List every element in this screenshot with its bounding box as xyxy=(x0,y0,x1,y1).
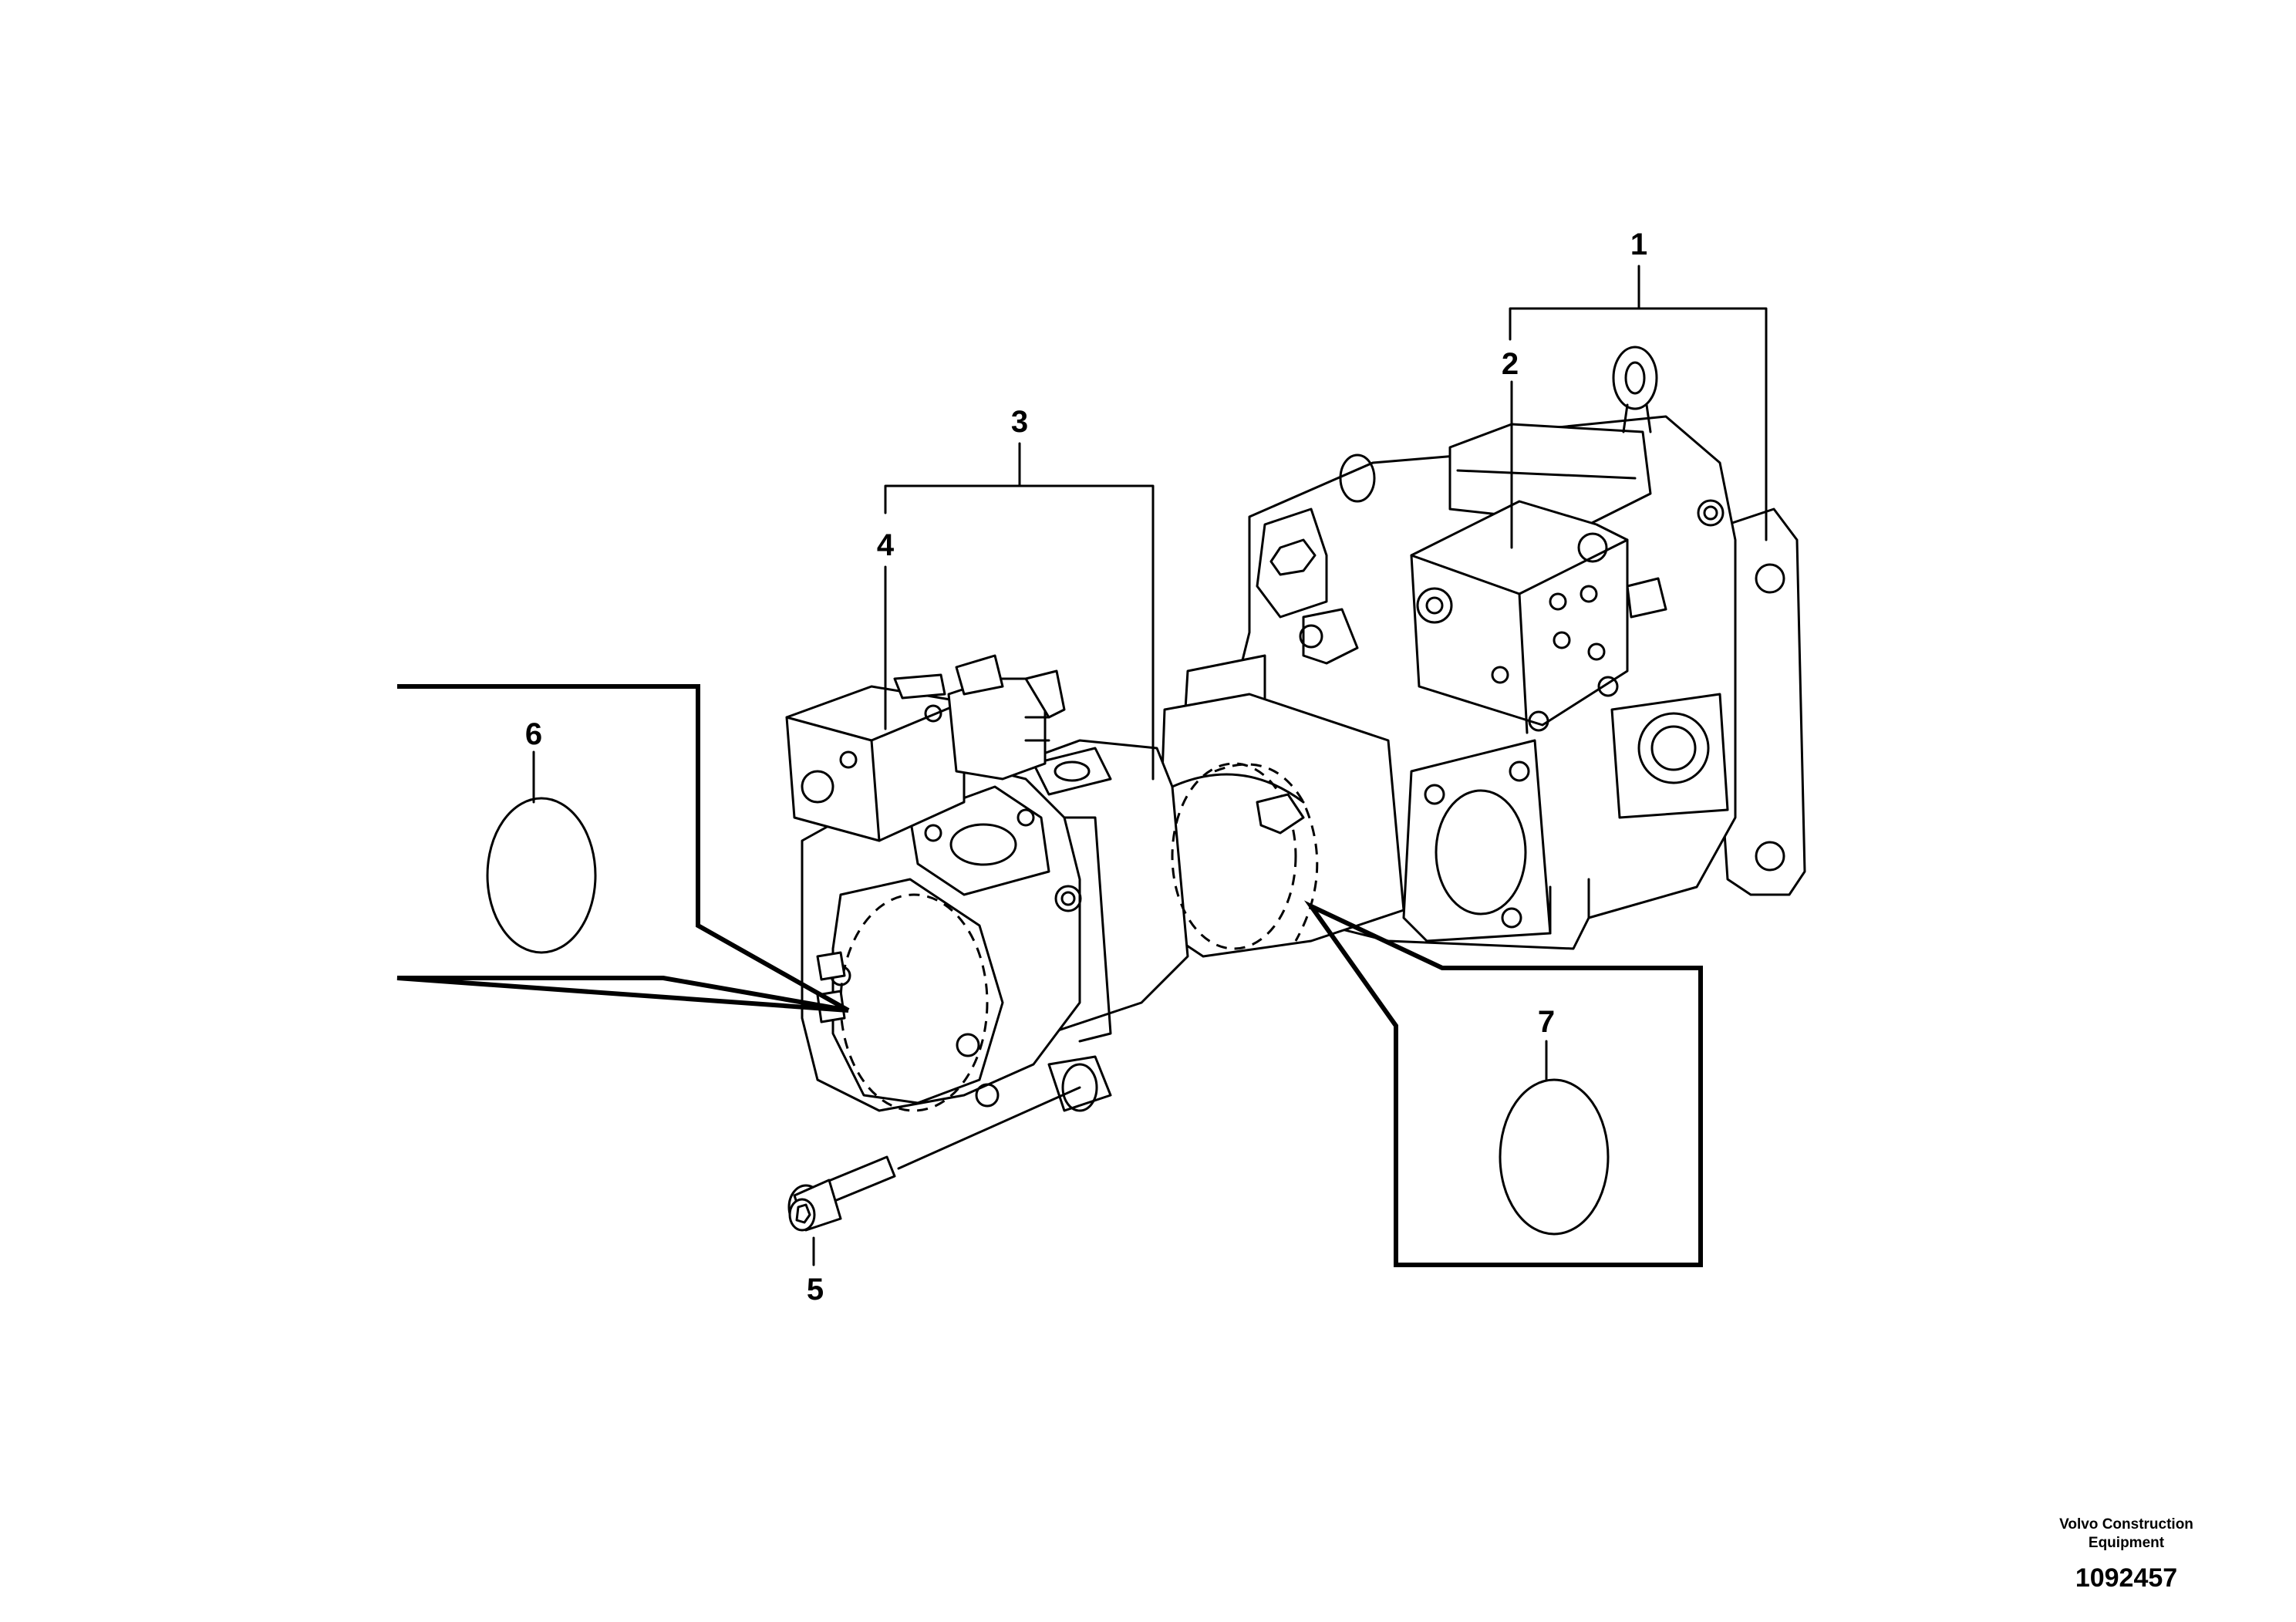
callout-1: 1 xyxy=(1630,228,1647,261)
credit-line-2: Equipment xyxy=(2088,1535,2165,1551)
callout-4: 4 xyxy=(877,528,895,562)
publisher-credit: Volvo Construction Equipment 1092457 xyxy=(2003,1516,2250,1593)
callout-2: 2 xyxy=(1502,347,1519,381)
drawing-number: 1092457 xyxy=(2075,1563,2178,1593)
leader-lines xyxy=(532,265,1768,1266)
detail-box-6 xyxy=(396,684,850,1013)
auxiliary-pump-body xyxy=(801,739,1305,1112)
callout-3: 3 xyxy=(1011,405,1028,439)
credit-line-1: Volvo Construction xyxy=(2059,1516,2193,1533)
callout-5: 5 xyxy=(807,1273,824,1307)
valve-block xyxy=(1410,500,1667,734)
callout-7: 7 xyxy=(1538,1005,1555,1039)
cap-screw xyxy=(787,1155,896,1232)
callout-6: 6 xyxy=(525,717,542,751)
detail-box-7 xyxy=(1303,900,1703,1267)
solenoid-valve xyxy=(785,654,1066,842)
